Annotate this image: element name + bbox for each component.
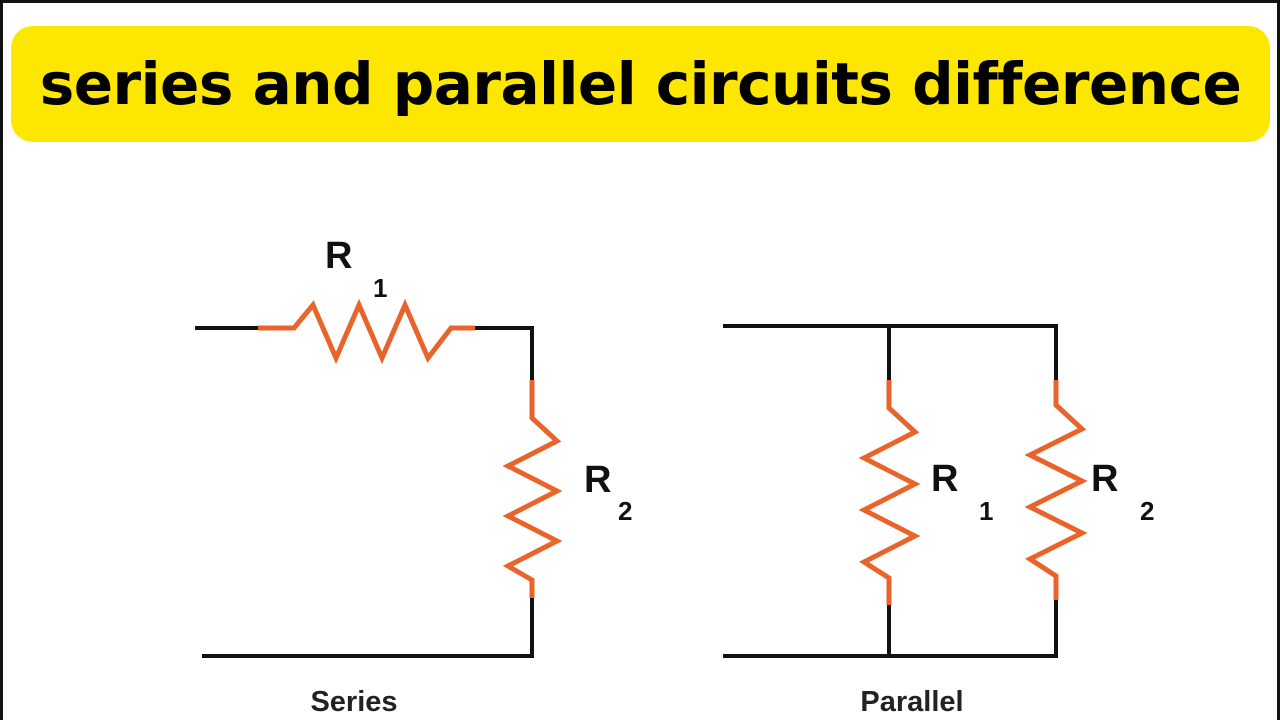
parallel-wire-bottom <box>723 598 1058 658</box>
parallel-wires <box>723 324 1058 658</box>
series-r1-label: R <box>325 235 352 277</box>
parallel-resistor-r2 <box>1024 380 1088 600</box>
series-circuit: R 1 R 2 Series <box>195 235 632 718</box>
parallel-wire-top <box>723 324 1058 382</box>
series-r2-subscript: 2 <box>618 496 632 526</box>
parallel-r2-subscript: 2 <box>1140 496 1154 526</box>
parallel-r1-label: R <box>931 458 958 500</box>
parallel-circuit: R 1 R 2 Parallel <box>723 324 1154 718</box>
title-banner: series and parallel circuits difference <box>11 26 1270 142</box>
parallel-r2-label: R <box>1091 458 1118 500</box>
series-resistor-r1 <box>258 298 475 365</box>
series-caption: Series <box>310 686 397 718</box>
series-wire-top-right <box>473 326 534 382</box>
parallel-resistor-r1 <box>858 380 921 605</box>
series-wires <box>195 326 534 658</box>
parallel-caption: Parallel <box>860 686 963 718</box>
parallel-r1-subscript: 1 <box>979 496 993 526</box>
series-resistor-r2 <box>502 380 563 598</box>
page-title: series and parallel circuits difference <box>39 50 1242 118</box>
series-r2-label: R <box>584 459 611 501</box>
series-r1-subscript: 1 <box>373 273 387 303</box>
series-wire-right-bottom <box>202 596 534 658</box>
